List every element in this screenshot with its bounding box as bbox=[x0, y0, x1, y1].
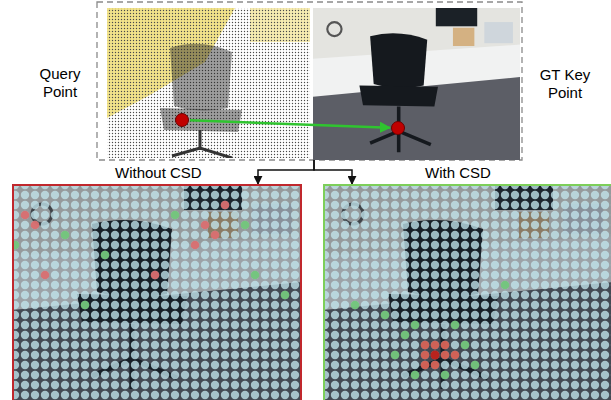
high-attention-dots bbox=[21, 201, 230, 280]
rgb-image bbox=[313, 8, 520, 160]
mid-attention-dots bbox=[12, 211, 289, 310]
node-label: GT Key Point bbox=[532, 66, 598, 102]
key-dot bbox=[392, 122, 405, 135]
node-label: Without CSD bbox=[115, 164, 202, 182]
result-panel: Without CSD bbox=[12, 184, 302, 400]
query-image-frame: Query Point bbox=[107, 8, 310, 158]
attention-map-with bbox=[323, 184, 611, 400]
high-attention-dots bbox=[421, 341, 460, 370]
key-image-frame: GT Key Point bbox=[313, 8, 520, 160]
attention-map-without bbox=[12, 184, 302, 400]
split-arrow bbox=[314, 160, 352, 184]
split-arrow bbox=[258, 160, 314, 184]
dashed-frame bbox=[97, 2, 522, 160]
node-label: Query Point bbox=[27, 65, 93, 101]
point-cloud-image bbox=[107, 8, 310, 158]
match-arrow bbox=[190, 120, 390, 127]
node-label: With CSD bbox=[425, 164, 491, 182]
peak-attention-dot bbox=[431, 351, 440, 360]
mid-attention-dots bbox=[351, 281, 510, 380]
result-panel: With CSD bbox=[323, 184, 611, 400]
query-dot bbox=[176, 114, 189, 127]
